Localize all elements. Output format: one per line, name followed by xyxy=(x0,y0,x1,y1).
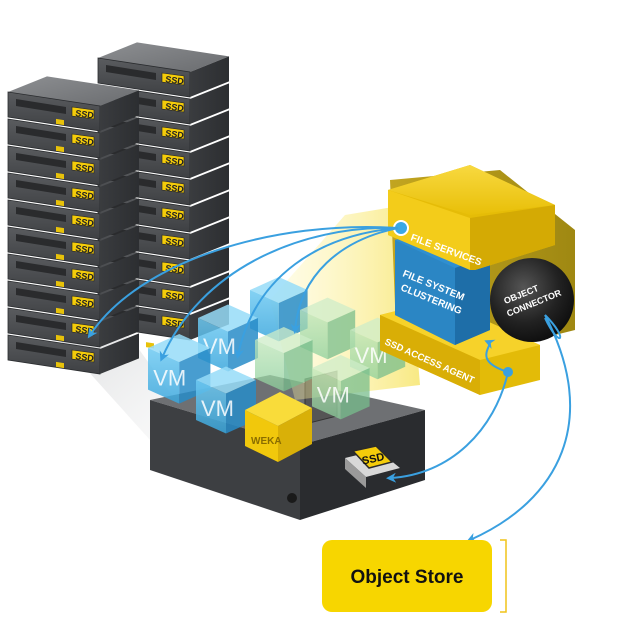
ssd-label: SSD xyxy=(75,135,95,148)
vm-cube-icon: VM xyxy=(198,304,258,372)
host-ssd-drive: SSD xyxy=(345,445,400,488)
ssd-label: SSD xyxy=(75,216,95,229)
server-unit: SSD xyxy=(7,144,139,186)
weka-cube: WEKA xyxy=(245,392,312,462)
vm-label: VM xyxy=(317,383,350,408)
server-unit: SSD xyxy=(7,171,139,213)
server-unit: SSD xyxy=(7,225,139,267)
host-ssd-label: SSD xyxy=(361,451,386,467)
data-flow-arrows xyxy=(87,226,571,543)
ssd-drive-icon: SSD xyxy=(71,295,95,310)
ssd-drive-icon: SSD xyxy=(161,207,185,222)
ssd-label: SSD xyxy=(165,263,185,276)
server-unit: SSD xyxy=(7,117,139,159)
ssd-drive-icon: SSD xyxy=(161,126,185,141)
server-unit: SSD xyxy=(7,306,139,348)
ssd-drive-icon: SSD xyxy=(71,133,95,148)
ssd-label: SSD xyxy=(165,101,185,114)
vm-cube-icon xyxy=(255,327,313,392)
server-racks: SSDSSDSSDSSDSSDSSDSSDSSDSSDSSDSSDSSDSSDS… xyxy=(7,42,229,375)
arrow-to-vm-2 xyxy=(234,227,399,359)
ssd-label: SSD xyxy=(165,182,185,195)
ssd-drive-icon: SSD xyxy=(161,72,185,87)
ssd-label: SSD xyxy=(75,108,95,121)
vm-cube-icon: VM xyxy=(312,355,370,420)
object-store-label: Object Store xyxy=(351,567,464,588)
vm-label: VM xyxy=(153,365,186,390)
arrow-to-vm-1 xyxy=(159,226,399,362)
arrow-to-vm-3 xyxy=(290,227,399,334)
ssd-label: SSD xyxy=(165,128,185,141)
weka-engine: SSD ACCESS AGENT FILE SYSTEM CLUSTERING … xyxy=(380,165,575,395)
ssd-label: SSD xyxy=(165,236,185,249)
arrow-to-object-store xyxy=(466,314,571,543)
object-connector-sphere xyxy=(490,258,574,342)
ssd-drive-icon: SSD xyxy=(161,234,185,249)
arrow-to-host-ssd xyxy=(386,371,509,483)
ssd-label: SSD xyxy=(165,155,185,168)
ssd-drive-icon: SSD xyxy=(71,349,95,364)
ssd-label: SSD xyxy=(75,297,95,310)
ssd-label: SSD xyxy=(75,189,95,202)
object-store-box xyxy=(322,540,492,612)
ssd-label: SSD xyxy=(165,209,185,222)
arrow-to-racks xyxy=(87,226,399,339)
ssd-drive-icon: SSD xyxy=(71,214,95,229)
ssd-drive-icon: SSD xyxy=(161,99,185,114)
server-unit: SSD xyxy=(7,279,139,321)
weka-label: WEKA xyxy=(251,436,282,447)
ssd-drive-icon: SSD xyxy=(161,288,185,303)
ssd-label: SSD xyxy=(165,290,185,303)
ssd-drive-icon: SSD xyxy=(71,187,95,202)
server-unit: SSD xyxy=(7,90,139,132)
agent-node-icon xyxy=(503,367,513,377)
object-store-bracket xyxy=(500,539,507,613)
arrow-agent-to-cluster xyxy=(484,339,509,373)
ssd-label: SSD xyxy=(75,243,95,256)
vm-label: VM xyxy=(201,396,234,421)
server-unit: SSD xyxy=(7,198,139,240)
object-store: Object Store xyxy=(322,539,507,613)
ssd-drive-icon: SSD xyxy=(71,268,95,283)
ssd-drive-icon: SSD xyxy=(71,106,95,121)
power-button-icon xyxy=(287,493,297,503)
server-unit: SSD xyxy=(7,252,139,294)
server-unit: SSD xyxy=(7,333,139,375)
ssd-drive-icon: SSD xyxy=(71,160,95,175)
ssd-label: SSD xyxy=(165,74,185,87)
ssd-label: SSD xyxy=(75,162,95,175)
ssd-label: SSD xyxy=(75,351,95,364)
ssd-drive-icon: SSD xyxy=(161,153,185,168)
ssd-drive-icon: SSD xyxy=(71,241,95,256)
ssd-label: SSD xyxy=(75,270,95,283)
ssd-drive-icon: SSD xyxy=(161,180,185,195)
arrow-loop xyxy=(544,314,562,339)
